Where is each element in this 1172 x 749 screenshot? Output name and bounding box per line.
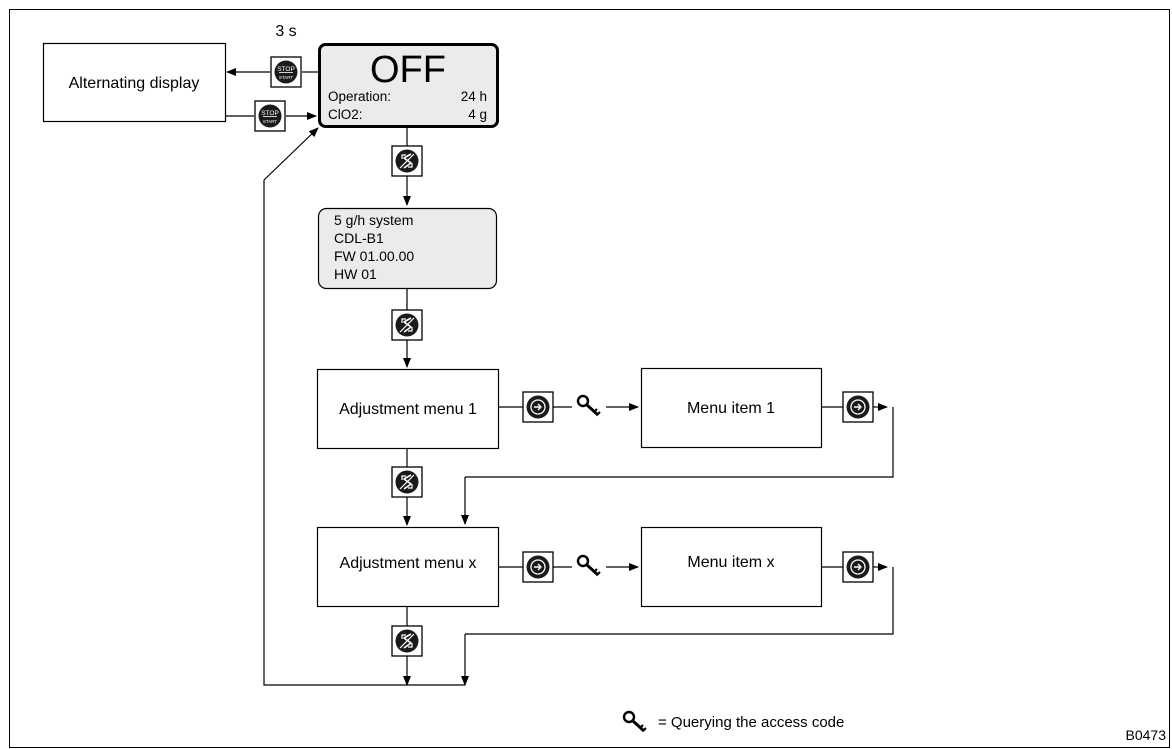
adjustment-menu-x-box [316, 526, 500, 608]
enter-key[interactable] [522, 551, 554, 583]
adjustment-menu-1-box [316, 368, 500, 450]
menu-item-1-label: Menu item 1 [687, 400, 775, 417]
scroll-key[interactable] [391, 309, 423, 341]
stop-key-bottom-label: START [279, 75, 294, 80]
return-line-x [465, 567, 894, 635]
menu-item-x-label: Menu item x [687, 554, 774, 571]
stop-key-top-label: STOP [261, 110, 279, 117]
scroll-key[interactable] [391, 466, 423, 498]
info-line-1: 5 g/h system [334, 212, 413, 228]
loop-line [263, 180, 465, 686]
main-display [318, 43, 499, 128]
scroll-key[interactable] [391, 625, 423, 657]
display-state: OFF [370, 49, 446, 91]
figure-id: B0473 [1126, 727, 1167, 743]
menu-item-x-box [640, 526, 823, 608]
stop-start-key[interactable]: STOP START [254, 100, 286, 132]
key-icon [576, 554, 602, 577]
operation-value: 24 h [461, 89, 487, 104]
info-line-3: FW 01.00.00 [334, 248, 414, 264]
enter-key[interactable] [842, 391, 874, 423]
key-icon [576, 394, 602, 417]
adjustment-menu-1-label: Adjustment menu 1 [339, 401, 477, 418]
legend-text: = Querying the access code [658, 714, 844, 731]
info-display [317, 207, 498, 290]
clo2-value: 4 g [468, 107, 487, 122]
alternating-display-label: Alternating display [69, 75, 200, 92]
legend-key-icon [622, 710, 648, 733]
enter-key[interactable] [842, 551, 874, 583]
adjustment-menu-x-label: Adjustment menu x [340, 555, 477, 572]
scroll-key[interactable] [391, 145, 423, 177]
stop-key-bottom-label: START [263, 119, 278, 124]
enter-key[interactable] [522, 391, 554, 423]
menu-item-1-box [640, 367, 823, 449]
hold-time-label: 3 s [275, 23, 296, 40]
stop-start-key-hold[interactable]: STOP START [270, 56, 302, 88]
info-line-4: HW 01 [334, 266, 377, 282]
arrow-loop-to-main-display [263, 127, 319, 181]
stop-key-top-label: STOP [277, 66, 295, 73]
outer-frame [9, 9, 1170, 748]
clo2-label: ClO2: [328, 107, 363, 122]
alternating-display-box [42, 42, 227, 123]
info-line-2: CDL-B1 [334, 230, 384, 246]
return-line-1 [465, 407, 894, 478]
operation-label: Operation: [328, 89, 391, 104]
